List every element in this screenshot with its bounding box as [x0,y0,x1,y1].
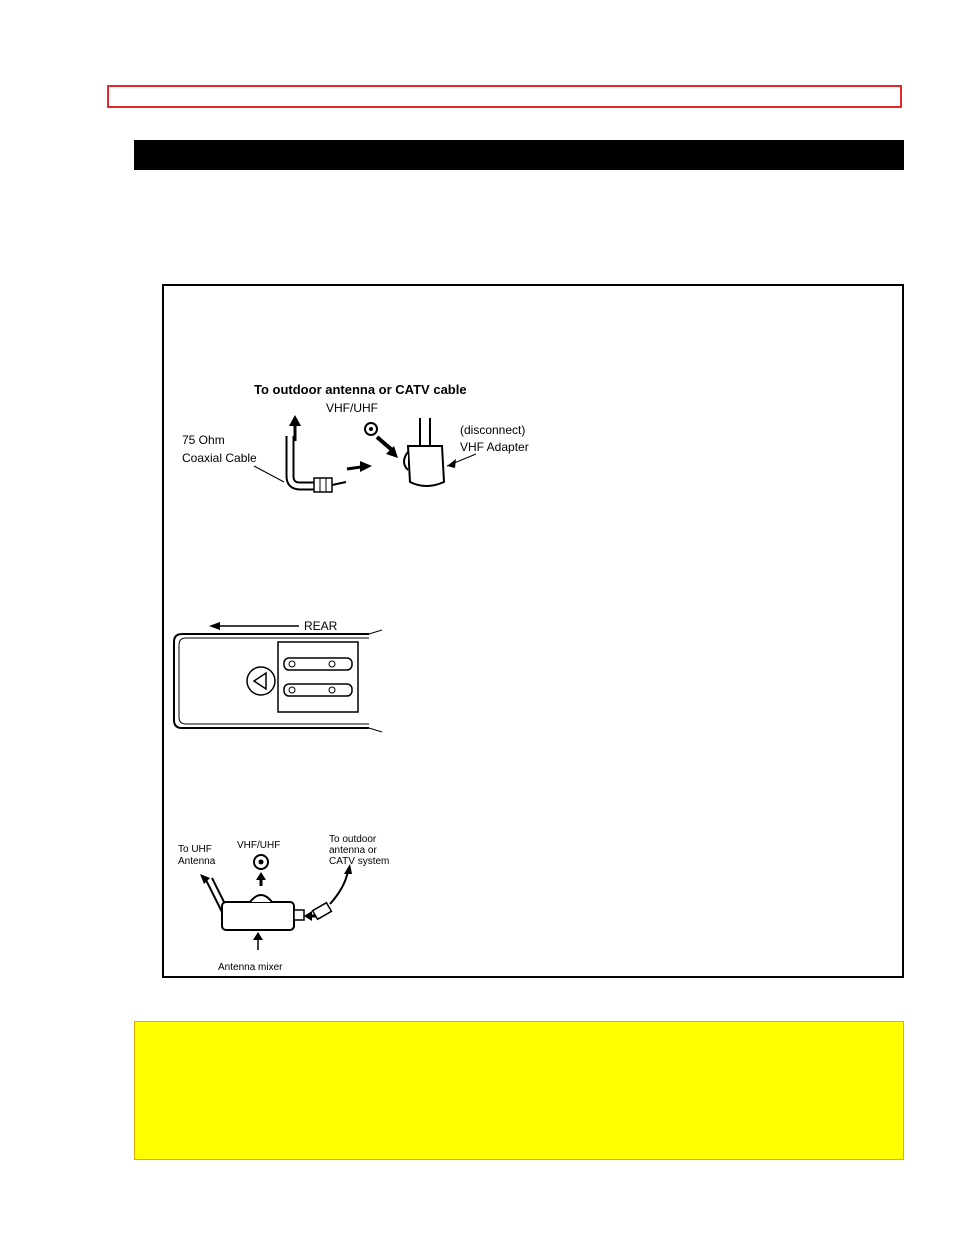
fig1-title: To outdoor antenna or CATV cable [254,382,467,397]
remote-control-body [173,629,383,733]
fig3-uhf-label-line2: Antenna [178,856,216,867]
section-title-bar [134,140,904,170]
figure-panel: To outdoor antenna or CATV cable VHF/UHF… [162,284,904,978]
arrow-up-icon [289,415,301,441]
battery-icon [283,683,353,697]
fig3-vhf-uhf-label: VHF/UHF [237,840,280,851]
top-header-bar [107,85,902,108]
antenna-mixer-icon [221,894,305,931]
cable-pointer-line [253,465,285,483]
arrow-diagonal-icon [375,435,398,458]
arrow-right-icon [346,461,372,472]
vhf-adapter-icon [403,418,446,487]
fig1-cable-label-line2: Coaxial Cable [182,451,257,465]
fig1-cable-label-line1: 75 Ohm [182,433,225,447]
fig3-outdoor-label-line3: CATV system [329,856,389,867]
illustrations: To outdoor antenna or CATV cable VHF/UHF… [173,382,529,973]
fig3-mixer-label: Antenna mixer [218,962,283,973]
figure-antenna-mixer: To UHF Antenna VHF/UHF To outdoor antenn… [178,834,389,973]
arrow-up-icon [253,932,263,950]
battery-icon [283,657,353,671]
fig3-outdoor-label-line1: To outdoor [329,834,377,845]
fig2-rear-label: REAR [304,619,338,633]
arrow-left-icon [209,622,299,630]
vhf-uhf-connector-icon [364,422,378,436]
coaxial-cable-icon [285,436,347,493]
fig1-vhf-uhf-label: VHF/UHF [326,401,378,415]
vhf-uhf-connector-icon [253,854,269,870]
fig1-adapter-label-line2: VHF Adapter [460,440,529,454]
outdoor-cable-icon [311,864,352,921]
figure-antenna-connection: To outdoor antenna or CATV cable VHF/UHF… [182,382,529,493]
arrow-up-icon [256,872,266,886]
fig3-uhf-label-line1: To UHF [178,844,212,855]
figure-battery-compartment: REAR [173,619,383,733]
fig3-outdoor-label-line2: antenna or [329,845,377,856]
note-box [134,1021,904,1160]
fig1-adapter-label-line1: (disconnect) [460,423,525,437]
